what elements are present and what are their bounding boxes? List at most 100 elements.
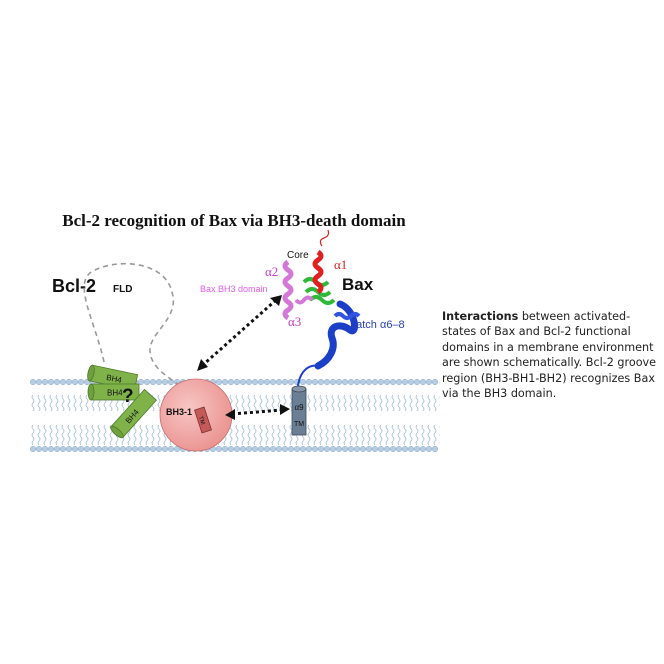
lipid-head [149, 445, 157, 453]
lipid-head [413, 378, 421, 386]
lipid-head [77, 378, 85, 386]
lipid-head [317, 378, 325, 386]
bh4-label: BH4 [106, 373, 124, 385]
lipid-head [323, 378, 331, 386]
tm-label: TM [294, 421, 304, 428]
lipid-head [71, 445, 79, 453]
lipid-head [383, 378, 391, 386]
lipid-head [389, 445, 397, 453]
lipid-head [311, 378, 319, 386]
lipid-head [323, 445, 331, 453]
bax-latch-helix [314, 300, 359, 370]
lipid-head [137, 445, 145, 453]
lipid-head [317, 445, 325, 453]
lipid-head [89, 445, 97, 453]
lipid-head [341, 445, 349, 453]
figure-caption: Interactions between activated-states of… [442, 309, 660, 401]
latch-label: Latch α6–8 [350, 319, 405, 331]
tm-label: TM [197, 416, 205, 426]
lipid-head [359, 445, 367, 453]
lipid-head [263, 445, 271, 453]
bax-bh3-domain-label: Bax BH3 domain [200, 284, 268, 294]
lipid-head [419, 378, 427, 386]
lipid-head [143, 445, 151, 453]
lipid-head [305, 445, 313, 453]
lipid-head [395, 445, 403, 453]
lipid-head [101, 445, 109, 453]
lipid-head [353, 378, 361, 386]
lipid-head [35, 378, 43, 386]
lipid-head [83, 445, 91, 453]
bax-label: Bax [342, 275, 374, 294]
lipid-head [29, 378, 37, 386]
lipid-head [401, 378, 409, 386]
lipid-head [299, 378, 307, 386]
lipid-head [407, 378, 415, 386]
lipid-head [107, 445, 115, 453]
lipid-head [341, 378, 349, 386]
lipid-head [353, 445, 361, 453]
alpha3-label: α3 [288, 314, 301, 329]
bax-structure [282, 229, 361, 370]
lipid-head [431, 445, 439, 453]
lipid-head [257, 445, 265, 453]
lipid-head [425, 445, 433, 453]
lipid-head [47, 445, 55, 453]
lipid-head [275, 378, 283, 386]
alpha1-label: α1 [334, 257, 347, 272]
lipid-head [59, 378, 67, 386]
diagram-title: Bcl-2 recognition of Bax via BH3-death d… [62, 211, 406, 230]
bcl2-label: Bcl-2 [52, 276, 96, 296]
lipid-head [347, 378, 355, 386]
lipid-head [161, 445, 169, 453]
lipid-head [281, 378, 289, 386]
lipid-head [173, 445, 181, 453]
lipid-head [281, 445, 289, 453]
fld-loop [83, 262, 183, 389]
lipid-head [227, 378, 235, 386]
lipid-head [251, 378, 259, 386]
bcl2-tm-helix: TM [194, 406, 212, 434]
lipid-head [257, 378, 265, 386]
lipid-head [419, 445, 427, 453]
lipid-head [329, 378, 337, 386]
bax-alpha2-helix [282, 259, 294, 321]
lipid-head [161, 378, 169, 386]
alpha2-label: α2 [265, 264, 278, 279]
lipid-head [215, 445, 223, 453]
lipid-head [335, 445, 343, 453]
lipid-head [275, 445, 283, 453]
lipid-head [239, 378, 247, 386]
lipid-head [401, 445, 409, 453]
lipid-head [47, 378, 55, 386]
lipid-head [137, 378, 145, 386]
core-label: Core [287, 250, 309, 261]
lipid-head [293, 445, 301, 453]
lipid-head [41, 378, 49, 386]
lipid-head [239, 445, 247, 453]
lipid-head [221, 378, 229, 386]
lipid-heads-bottom [29, 445, 439, 453]
lipid-head [413, 445, 421, 453]
lipid-head [41, 445, 49, 453]
lipid-head [269, 445, 277, 453]
alpha9-label: α9 [294, 403, 304, 412]
lipid-head [131, 445, 139, 453]
lipid-head [113, 445, 121, 453]
lipid-head [245, 378, 253, 386]
lipid-head [407, 445, 415, 453]
lipid-head [77, 445, 85, 453]
lipid-head [65, 445, 73, 453]
caption-bold-lead: Interactions [442, 310, 519, 323]
lipid-head [431, 378, 439, 386]
lipid-head [263, 378, 271, 386]
lipid-head [245, 445, 253, 453]
lipid-head [251, 445, 259, 453]
lipid-head [347, 445, 355, 453]
lipid-head [125, 445, 133, 453]
lipid-head [53, 378, 61, 386]
lipid-head [287, 378, 295, 386]
lipid-head [227, 445, 235, 453]
lipid-head [371, 378, 379, 386]
